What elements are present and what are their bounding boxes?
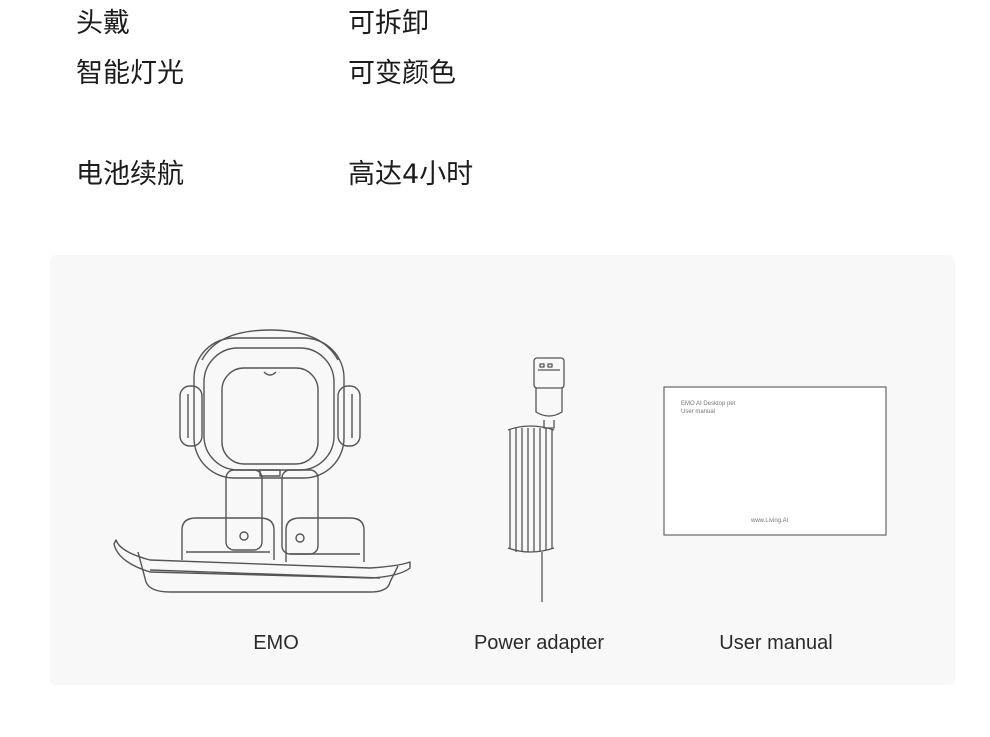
spec-row-smart-light: 智能灯光 可变颜色	[0, 54, 990, 94]
emo-caption: EMO	[253, 632, 299, 654]
emo-robot-illustration	[113, 329, 411, 593]
spec-value: 可拆卸	[348, 8, 429, 39]
user-manual-illustration: EMO AI Desktop pet User manual www.Livin…	[663, 386, 887, 536]
spec-row-headset: 头戴 可拆卸	[0, 4, 990, 44]
user-manual-caption: User manual	[719, 632, 833, 654]
power-adapter-caption: Power adapter	[473, 632, 605, 654]
power-adapter-illustration	[507, 357, 565, 602]
spec-value: 可变颜色	[348, 58, 456, 89]
spec-label: 头戴	[76, 8, 130, 39]
manual-cover-subtitle: User manual	[681, 409, 715, 415]
spec-value: 高达4小时	[348, 159, 474, 190]
spec-row-battery: 电池续航 高达4小时	[0, 155, 990, 195]
spec-label: 电池续航	[76, 159, 184, 190]
spec-label: 智能灯光	[76, 58, 184, 89]
manual-cover-url: www.Living.AI	[750, 518, 789, 524]
manual-cover-title: EMO AI Desktop pet	[681, 401, 736, 407]
